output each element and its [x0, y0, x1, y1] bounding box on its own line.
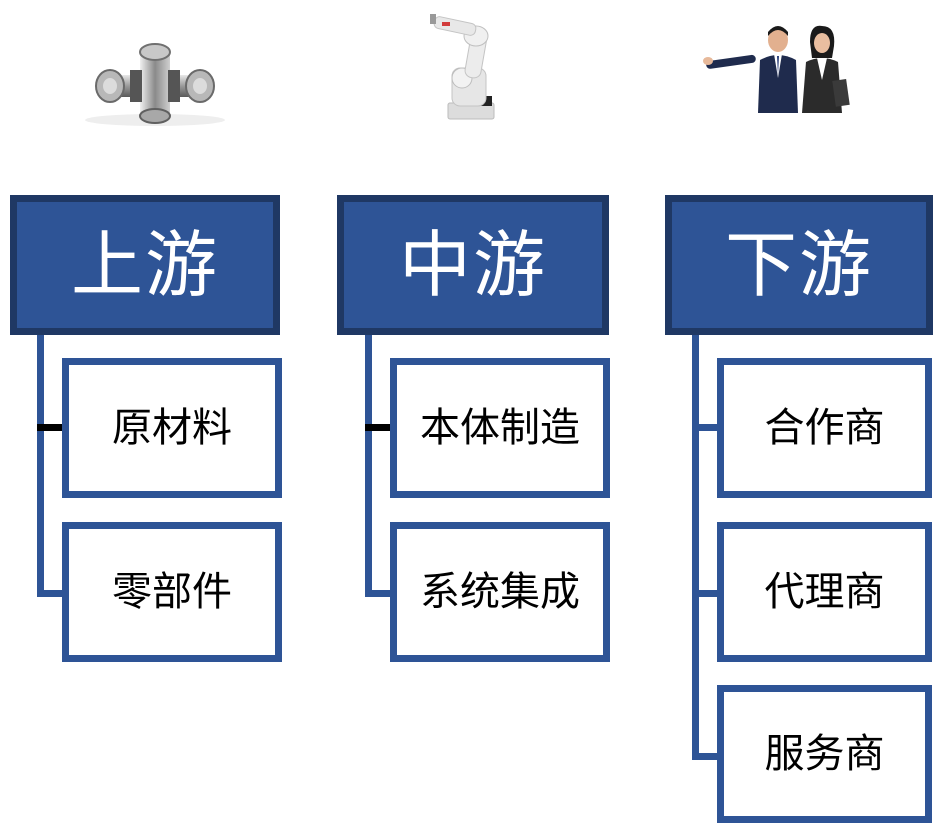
midstream-header: 中游	[337, 195, 609, 335]
midstream-item-label: 本体制造	[420, 405, 580, 451]
upstream-title: 上游	[70, 223, 219, 307]
downstream-item-service-providers: 服务商	[717, 685, 932, 823]
upstream-item-raw-materials: 原材料	[62, 358, 282, 498]
midstream-item-body-manufacturing: 本体制造	[390, 358, 610, 498]
upstream-header: 上游	[10, 195, 280, 335]
downstream-item-label: 服务商	[764, 731, 885, 777]
midstream-connector-branch-2	[365, 590, 393, 597]
upstream-item-label: 原材料	[112, 405, 232, 451]
midstream-item-system-integration: 系统集成	[390, 522, 610, 662]
midstream-title: 中游	[398, 223, 547, 307]
upstream-connector-branch-2	[37, 590, 65, 597]
upstream-connector-branch-1	[37, 424, 65, 431]
downstream-item-label: 代理商	[764, 569, 885, 615]
midstream-connector-vertical	[365, 335, 372, 597]
downstream-connector-vertical	[692, 335, 699, 760]
downstream-connector-branch-2	[692, 590, 720, 597]
midstream-connector-branch-1	[365, 424, 393, 431]
downstream-header: 下游	[665, 195, 933, 335]
business-people-image	[703, 25, 850, 113]
downstream-connector-branch-1	[692, 424, 720, 431]
upstream-item-label: 零部件	[112, 569, 232, 615]
upstream-item-components: 零部件	[62, 522, 282, 662]
midstream-item-label: 系统集成	[420, 569, 580, 615]
universal-joint-image	[85, 43, 225, 126]
downstream-item-label: 合作商	[764, 405, 885, 451]
downstream-title: 下游	[724, 223, 873, 307]
robot-arm-image	[430, 14, 495, 120]
downstream-connector-branch-3	[692, 753, 720, 760]
upstream-connector-vertical	[37, 335, 44, 597]
downstream-item-partners: 合作商	[717, 358, 932, 498]
downstream-item-agents: 代理商	[717, 522, 932, 662]
